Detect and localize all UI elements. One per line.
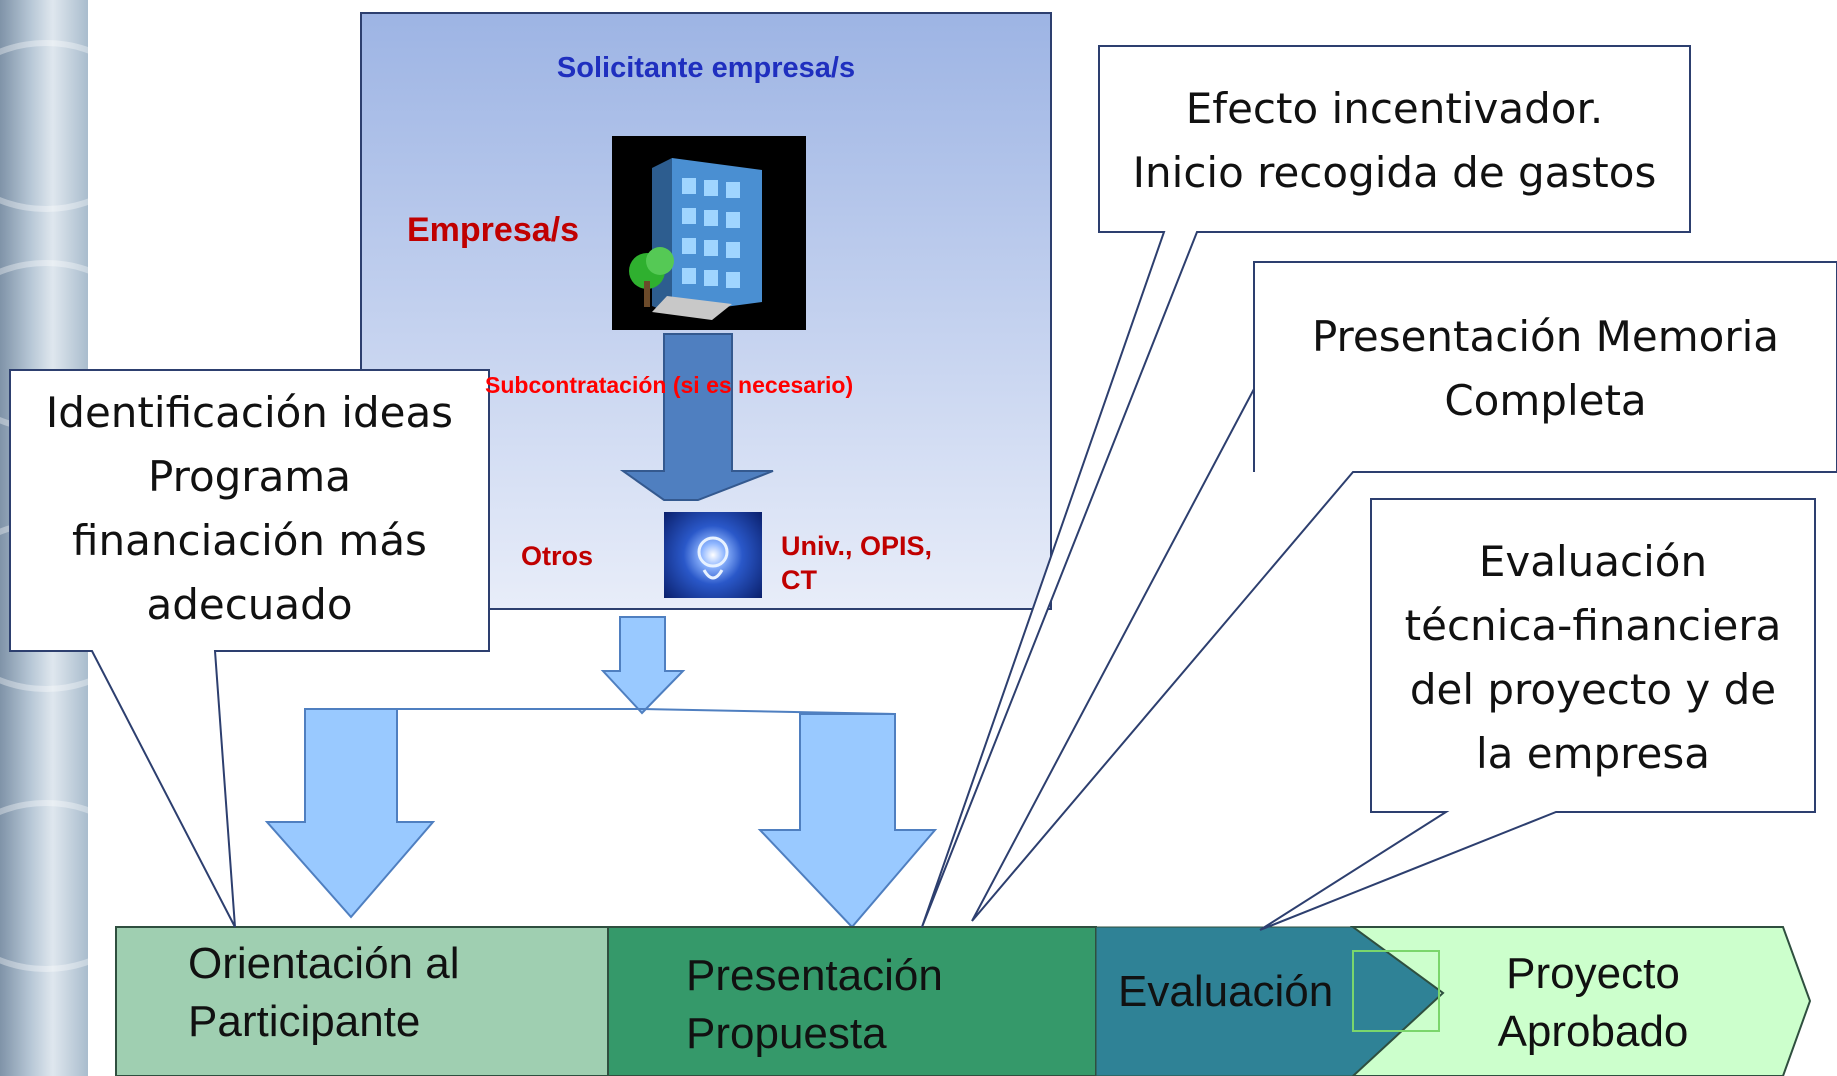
- subcontract-label: Subcontratación (si es necesario): [485, 372, 854, 398]
- office-building-icon: [612, 136, 806, 330]
- callout-evaluation-line: del proyecto y de: [1409, 665, 1777, 714]
- applicant-title: Solicitante empresa/s: [556, 52, 856, 84]
- callout-evaluation-line: técnica-financiera: [1404, 601, 1782, 650]
- callout-report-line: Presentación Memoria: [1311, 312, 1780, 361]
- callout-ideas-line: adecuado: [146, 580, 353, 629]
- callout-ideas-line: Identificación ideas: [45, 388, 454, 437]
- distribution-line: [305, 708, 896, 715]
- stage-proposal-line: Presentación: [686, 951, 943, 1000]
- callout-ideas-text: Identificación ideas Programa financiaci…: [12, 381, 487, 637]
- stage-orientation: [115, 926, 609, 1076]
- callout-incentive-text: Efecto incentivador. Inicio recogida de …: [1101, 77, 1688, 205]
- company-label: Empresa/s: [407, 211, 579, 249]
- stage-orientation-label: Orientación al Participante: [188, 935, 459, 1051]
- stage-orientation-line: Participante: [188, 997, 421, 1046]
- callout-evaluation: [1259, 498, 1816, 931]
- callout-incentive: [921, 45, 1691, 928]
- callout-ideas-line: Programa: [148, 452, 351, 501]
- callout-report-line: Completa: [1444, 376, 1647, 425]
- stage-evaluation-label: Evaluación: [1118, 967, 1334, 1016]
- entities-label: Univ., OPIS, CT: [781, 529, 932, 597]
- entities-label-line1: Univ., OPIS,: [781, 531, 933, 561]
- others-label: Otros: [521, 541, 594, 571]
- stage-approved-label: Proyecto Aprobado: [1478, 945, 1708, 1061]
- stage-proposal-label: Presentación Propuesta: [686, 947, 943, 1063]
- stage-approved-line: Proyecto: [1506, 949, 1680, 998]
- callout-report-text: Presentación Memoria Completa: [1256, 305, 1835, 433]
- stage-proposal-line: Propuesta: [686, 1009, 887, 1058]
- callout-ideas-line: financiación más: [72, 516, 427, 565]
- orientation-arrow: [264, 708, 436, 919]
- stage-approved: [1349, 926, 1812, 1076]
- stage-approved-line: Aprobado: [1497, 1007, 1689, 1056]
- callout-ideas: [9, 369, 490, 928]
- callout-evaluation-line: Evaluación: [1478, 537, 1708, 586]
- entities-label-line2: CT: [781, 565, 817, 595]
- callout-incentive-line: Inicio recogida de gastos: [1132, 148, 1657, 197]
- split-arrow: [600, 616, 686, 715]
- stage-proposal: [607, 926, 1097, 1076]
- callout-evaluation-text: Evaluación técnica-financiera del proyec…: [1373, 530, 1813, 786]
- subcontract-arrow: [619, 333, 774, 501]
- stage-orientation-line: Orientación al: [188, 939, 460, 988]
- proposal-arrow: [757, 713, 938, 929]
- globe-hand-icon: [664, 512, 762, 598]
- stage-approved-frame: [1352, 950, 1440, 1032]
- callout-evaluation-line: la empresa: [1476, 729, 1710, 778]
- callout-incentive-line: Efecto incentivador.: [1185, 84, 1604, 133]
